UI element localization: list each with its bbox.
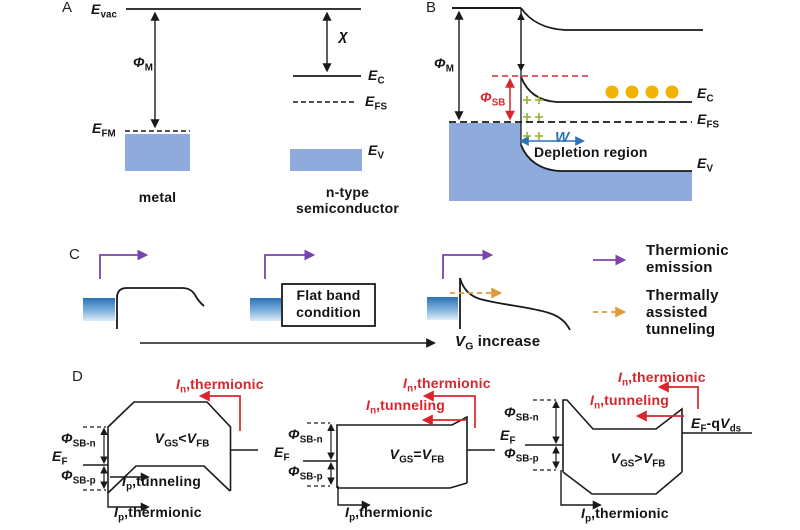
thermionic-emission-arrow-2 [264,249,316,279]
thermionic-emission-arrow-1 [99,249,149,279]
metal-contact-block-2 [250,298,281,321]
ntype-label-line1: n-type [325,184,370,200]
phi-sbp-label: ΦSB-p [61,467,96,487]
phi-sbn-label: ΦSB-n [61,430,96,450]
ip-thermionic-arrow [560,470,602,510]
ip-thermionic-arrow [337,486,371,510]
ef-minus-qvds-label: EF-qVds [691,415,742,435]
phi-sbn-label: ΦSB-n [288,426,323,446]
vgs-eq-vfb-label: VGS=VFB [389,446,445,466]
ef-label: EF [274,444,290,464]
legend-thermionic-line2: emission [646,259,713,276]
panel-a-tag: A [62,0,73,16]
ev-label: EV [697,155,714,175]
vg-increase-label: VG increase [455,333,541,353]
panel-d-tag: D [72,368,83,385]
flat-band-label-line2: condition [296,304,361,320]
in-thermionic-arrow [198,390,241,431]
electron-dot [605,85,619,99]
in-thermionic-arrow [657,381,699,409]
in-tunneling-label: In,tunneling [590,392,669,412]
conduction-band-outline [562,399,683,472]
legend-tat-line1: Thermally [646,287,719,304]
in-tunneling-label: In,tunneling [366,397,445,417]
metal-contact-block-3 [427,297,458,320]
phi-m-label: ΦM [434,55,454,75]
ef-label: EF [500,427,516,447]
thermionic-emission-arrow-3 [442,249,494,279]
flat-band-box [281,283,376,327]
panel-c-tag: C [69,246,80,263]
valence-band-outline [107,465,231,494]
electron-dot [665,85,679,99]
valence-band-outline [337,482,468,489]
legend-thermionic-line1: Thermionic [646,242,729,259]
panel-b-tag: B [426,0,437,16]
efm-label: EFM [92,120,116,140]
in-thermionic-label: In,thermionic [403,375,491,395]
conduction-band-outline [107,401,232,493]
metal-block [125,134,190,171]
chi-label: χ [339,27,348,44]
panel-d-shapes [83,381,752,512]
in-thermionic-label: In,thermionic [176,376,264,396]
efs-label: EFS [365,93,388,113]
ef-label: EF [52,448,68,468]
barrier-dashed-guides [533,399,556,471]
vacuum-level-bending-curve [520,7,703,31]
panel-a-shapes [125,8,362,171]
conduction-band-curve [520,76,692,103]
barrier-dashed-guides [83,426,106,491]
phi-sbn-label: ΦSB-n [504,404,539,424]
valence-band-outline [562,471,683,495]
valence-band-block [290,149,362,171]
ec-label: EC [697,85,714,105]
d-sub2-shapes [303,390,495,510]
ip-thermionic-arrow [107,493,150,512]
electron-dots [605,85,679,99]
d-sub1-shapes [83,390,258,512]
efs-label: EFS [697,111,720,131]
legend-tat-line2: assisted [646,304,708,321]
ip-thermionic-label: Ip,thermionic [581,505,669,525]
band-profile-curve-1 [116,287,205,329]
electron-dot [625,85,639,99]
ip-tunneling-label: Ip,tunneling [122,473,201,493]
depletion-region-label: Depletion region [534,144,648,160]
conduction-band-outline [336,415,468,488]
ip-thermionic-label: Ip,thermionic [345,504,433,524]
barrier-dashed-guides [307,422,330,487]
ec-label: EC [368,67,385,87]
legend-tat-line3: tunneling [646,321,716,338]
metal-and-valence-region [449,123,692,201]
depletion-width-label: W [555,129,570,146]
panel-b-shapes [449,7,703,201]
band-profile-curve-3 [459,277,571,331]
vgs-gt-vfb-label: VGS>VFB [610,450,666,470]
phi-sb-label: ΦSB [480,89,506,109]
d-sub3-shapes [525,381,752,510]
phi-sbp-label: ΦSB-p [288,463,323,483]
ev-label: EV [368,142,385,162]
ntype-label-line2: semiconductor [296,200,399,216]
evac-label: Evac [91,1,117,21]
phi-m-label: ΦM [133,54,153,74]
flat-band-label-line1: Flat band [296,287,361,303]
electron-dot [645,85,659,99]
panel-c-shapes [83,249,627,348]
in-thermionic-arrow [422,390,476,428]
valence-band-curve [520,144,692,172]
metal-contact-block-1 [83,298,115,321]
in-thermionic-label: In,thermionic [618,369,706,389]
metal-label: metal [138,189,177,205]
phi-sbp-label: ΦSB-p [504,445,539,465]
vgs-lt-vfb-label: VGS<VFB [154,430,210,450]
positive-charge-plus-signs [523,96,543,140]
ip-thermionic-label: Ip,thermionic [114,504,202,524]
